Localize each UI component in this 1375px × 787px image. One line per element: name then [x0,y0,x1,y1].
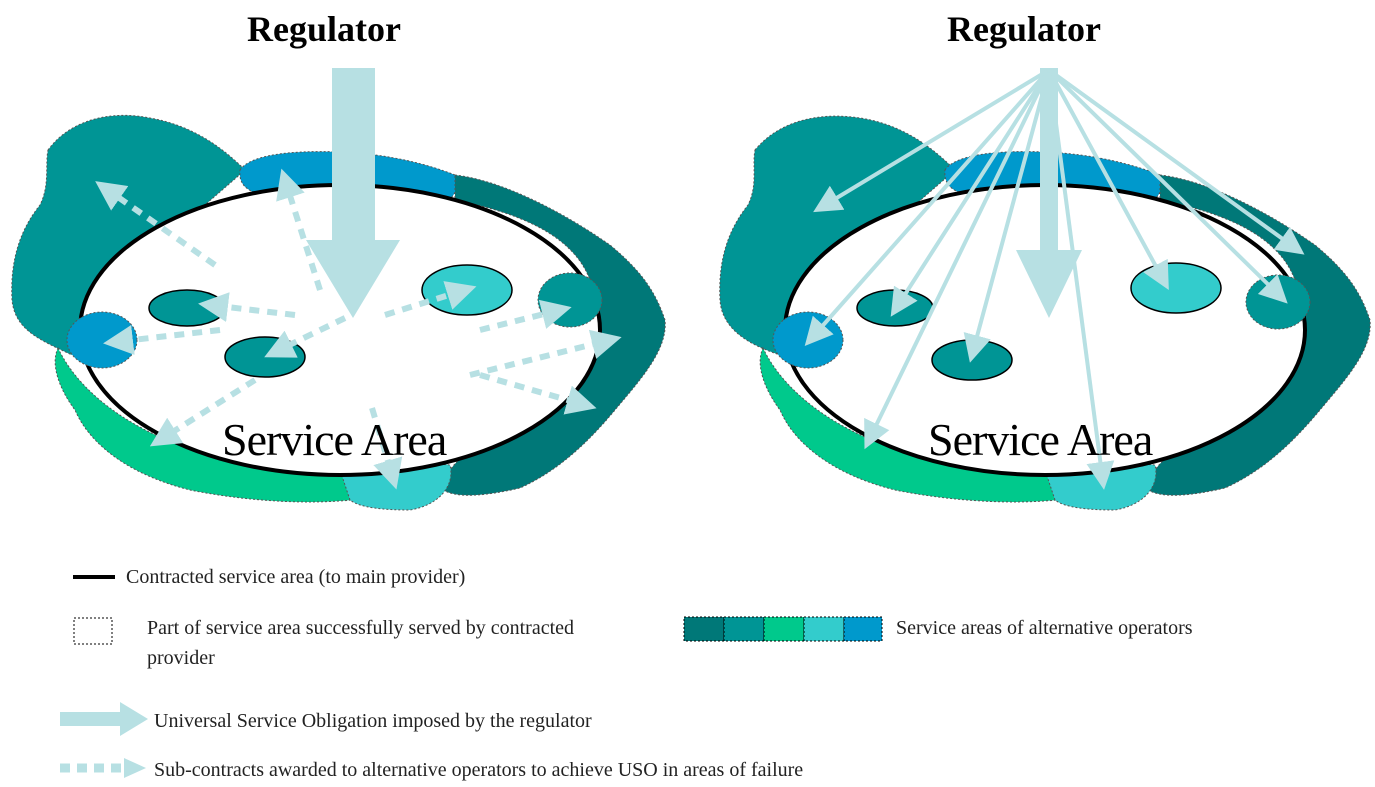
legend-subcontracts-text: Sub-contracts awarded to alternative ope… [154,755,803,785]
service-area-label-right: Service Area [928,413,1152,466]
legend-alternative-text: Service areas of alternative operators [896,613,1193,643]
legend-operator-swatches-icon [684,617,882,641]
operator-spot-right-blue [773,312,843,368]
legend-contracted-text: Contracted service area (to main provide… [126,562,465,592]
operator-spot-left-right [538,273,602,327]
legend-uso-arrow-icon [60,702,148,736]
legend-symbols [60,577,882,778]
service-area-label-left: Service Area [222,413,446,466]
legend-uso-text: Universal Service Obligation imposed by … [154,706,592,736]
legend-served-box-icon [74,618,112,644]
operator-area-left-3 [422,265,512,315]
operator-area-right-3 [1131,263,1221,313]
operator-spot-right-right [1246,275,1310,329]
operator-area-right-2 [932,340,1012,380]
legend-served-text: Part of service area successfully served… [147,613,627,673]
legend-subcontract-arrow-icon [60,758,146,778]
